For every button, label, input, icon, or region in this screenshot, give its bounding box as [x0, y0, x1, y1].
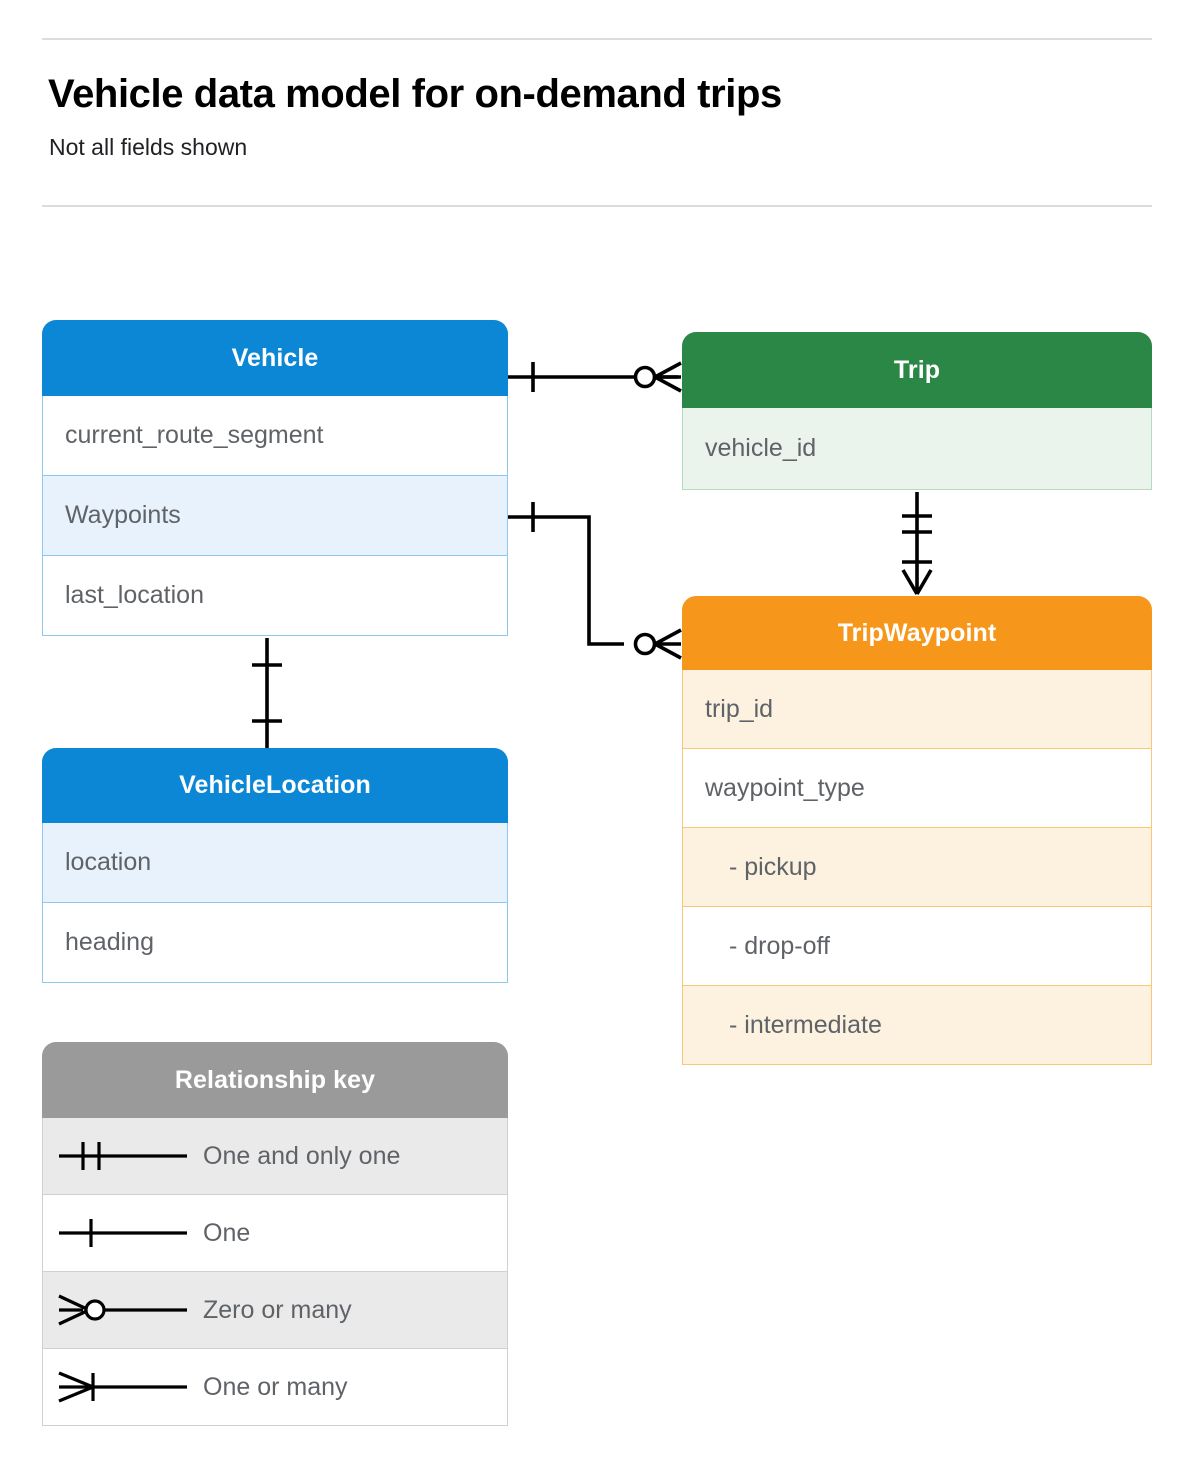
legend-item: Zero or many: [42, 1272, 508, 1349]
entity-vehicle-title: Vehicle: [42, 320, 508, 396]
legend-title: Relationship key: [42, 1042, 508, 1118]
field-row: location: [42, 823, 508, 903]
field-row: - pickup: [682, 828, 1152, 907]
one-or-many-icon: [43, 1367, 203, 1407]
entity-vehicle-fields: current_route_segment Waypoints last_loc…: [42, 396, 508, 636]
connector-vehicle-trip: [508, 361, 682, 393]
legend-item-label: One or many: [203, 1372, 348, 1401]
entity-trip: Trip vehicle_id: [682, 332, 1152, 490]
field-row: vehicle_id: [682, 408, 1152, 490]
entity-vehiclelocation-fields: location heading: [42, 823, 508, 983]
one-and-only-one-icon: [43, 1136, 203, 1176]
field-row: trip_id: [682, 670, 1152, 749]
entity-vehiclelocation-title: VehicleLocation: [42, 748, 508, 823]
entity-tripwaypoint-fields: trip_id waypoint_type - pickup - drop-of…: [682, 670, 1152, 1065]
legend-relationship-key: Relationship key One and only one One: [42, 1042, 508, 1426]
entity-vehiclelocation: VehicleLocation location heading: [42, 748, 508, 983]
field-row: last_location: [42, 556, 508, 636]
legend-item: One: [42, 1195, 508, 1272]
legend-item: One or many: [42, 1349, 508, 1426]
connector-trip-tripwaypoint: [901, 492, 933, 595]
legend-item-label: Zero or many: [203, 1295, 352, 1324]
legend-item-label: One and only one: [203, 1141, 401, 1170]
page-title: Vehicle data model for on-demand trips: [48, 72, 782, 116]
header-divider-bottom: [42, 205, 1152, 207]
zero-or-many-icon: [43, 1290, 203, 1330]
connector-vehicle-vehiclelocation: [252, 638, 282, 748]
legend-rows: One and only one One Zero: [42, 1118, 508, 1426]
legend-item: One and only one: [42, 1118, 508, 1195]
page-subtitle: Not all fields shown: [49, 134, 248, 160]
connector-waypoints-tripwaypoint: [508, 502, 682, 660]
legend-item-label: One: [203, 1218, 251, 1247]
one-icon: [43, 1213, 203, 1253]
field-row: - intermediate: [682, 986, 1152, 1065]
field-row: heading: [42, 903, 508, 983]
field-row: waypoint_type: [682, 749, 1152, 828]
header-divider-top: [42, 38, 1152, 40]
entity-trip-fields: vehicle_id: [682, 408, 1152, 490]
entity-trip-title: Trip: [682, 332, 1152, 408]
entity-vehicle: Vehicle current_route_segment Waypoints …: [42, 320, 508, 636]
entity-tripwaypoint: TripWaypoint trip_id waypoint_type - pic…: [682, 596, 1152, 1065]
entity-tripwaypoint-title: TripWaypoint: [682, 596, 1152, 670]
field-row: Waypoints: [42, 476, 508, 556]
field-row: current_route_segment: [42, 396, 508, 476]
field-row: - drop-off: [682, 907, 1152, 986]
